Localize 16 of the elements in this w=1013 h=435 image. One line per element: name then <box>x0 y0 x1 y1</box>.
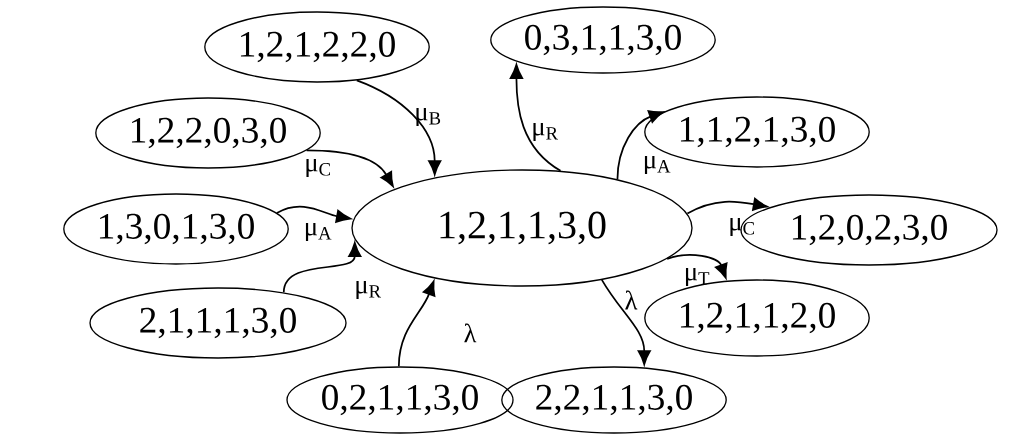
arrow <box>282 242 362 294</box>
edge-label: μ$_{R}$ <box>533 123 558 141</box>
edge-label: λ <box>464 323 477 343</box>
arrow <box>355 79 442 176</box>
arrow <box>397 280 436 368</box>
arrow <box>686 197 768 215</box>
arrow <box>509 63 562 172</box>
edge-label: λ <box>625 290 638 310</box>
arrow <box>616 110 664 181</box>
arrow <box>666 254 728 279</box>
arrow <box>601 278 651 366</box>
arrow <box>305 149 394 188</box>
edge-label: μ$_{C}$ <box>730 218 754 236</box>
arrow <box>276 205 352 223</box>
edge-label: μ$_{B}$ <box>416 108 441 126</box>
edge-label: μ$_{A}$ <box>305 223 332 241</box>
